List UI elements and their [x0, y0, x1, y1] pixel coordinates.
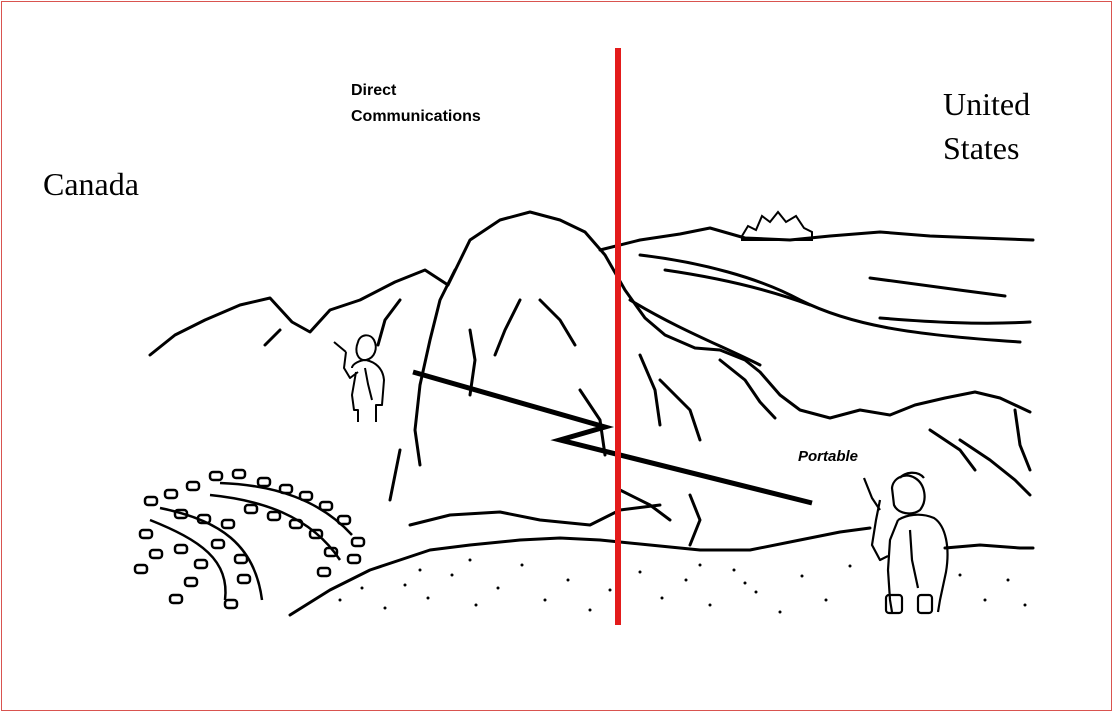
country-label-canada: Canada [43, 162, 139, 206]
parked-vehicles [135, 470, 364, 608]
left-ridge [150, 212, 1030, 418]
direct-line1: Direct [351, 78, 481, 104]
radio-operator-right [864, 473, 948, 613]
ground-line [290, 528, 870, 615]
country-label-united-states: United States [943, 82, 1030, 170]
radio-operator-left [334, 335, 384, 422]
direct-line2: Communications [351, 104, 481, 130]
country-label-line1: United [943, 82, 1030, 126]
treeline [742, 212, 812, 240]
ground-stipple [339, 559, 1027, 614]
direct-communications-label: Direct Communications [351, 78, 481, 129]
portable-label: Portable [798, 448, 858, 465]
country-label-line2: States [943, 126, 1030, 170]
right-far-ridge [600, 228, 1033, 250]
